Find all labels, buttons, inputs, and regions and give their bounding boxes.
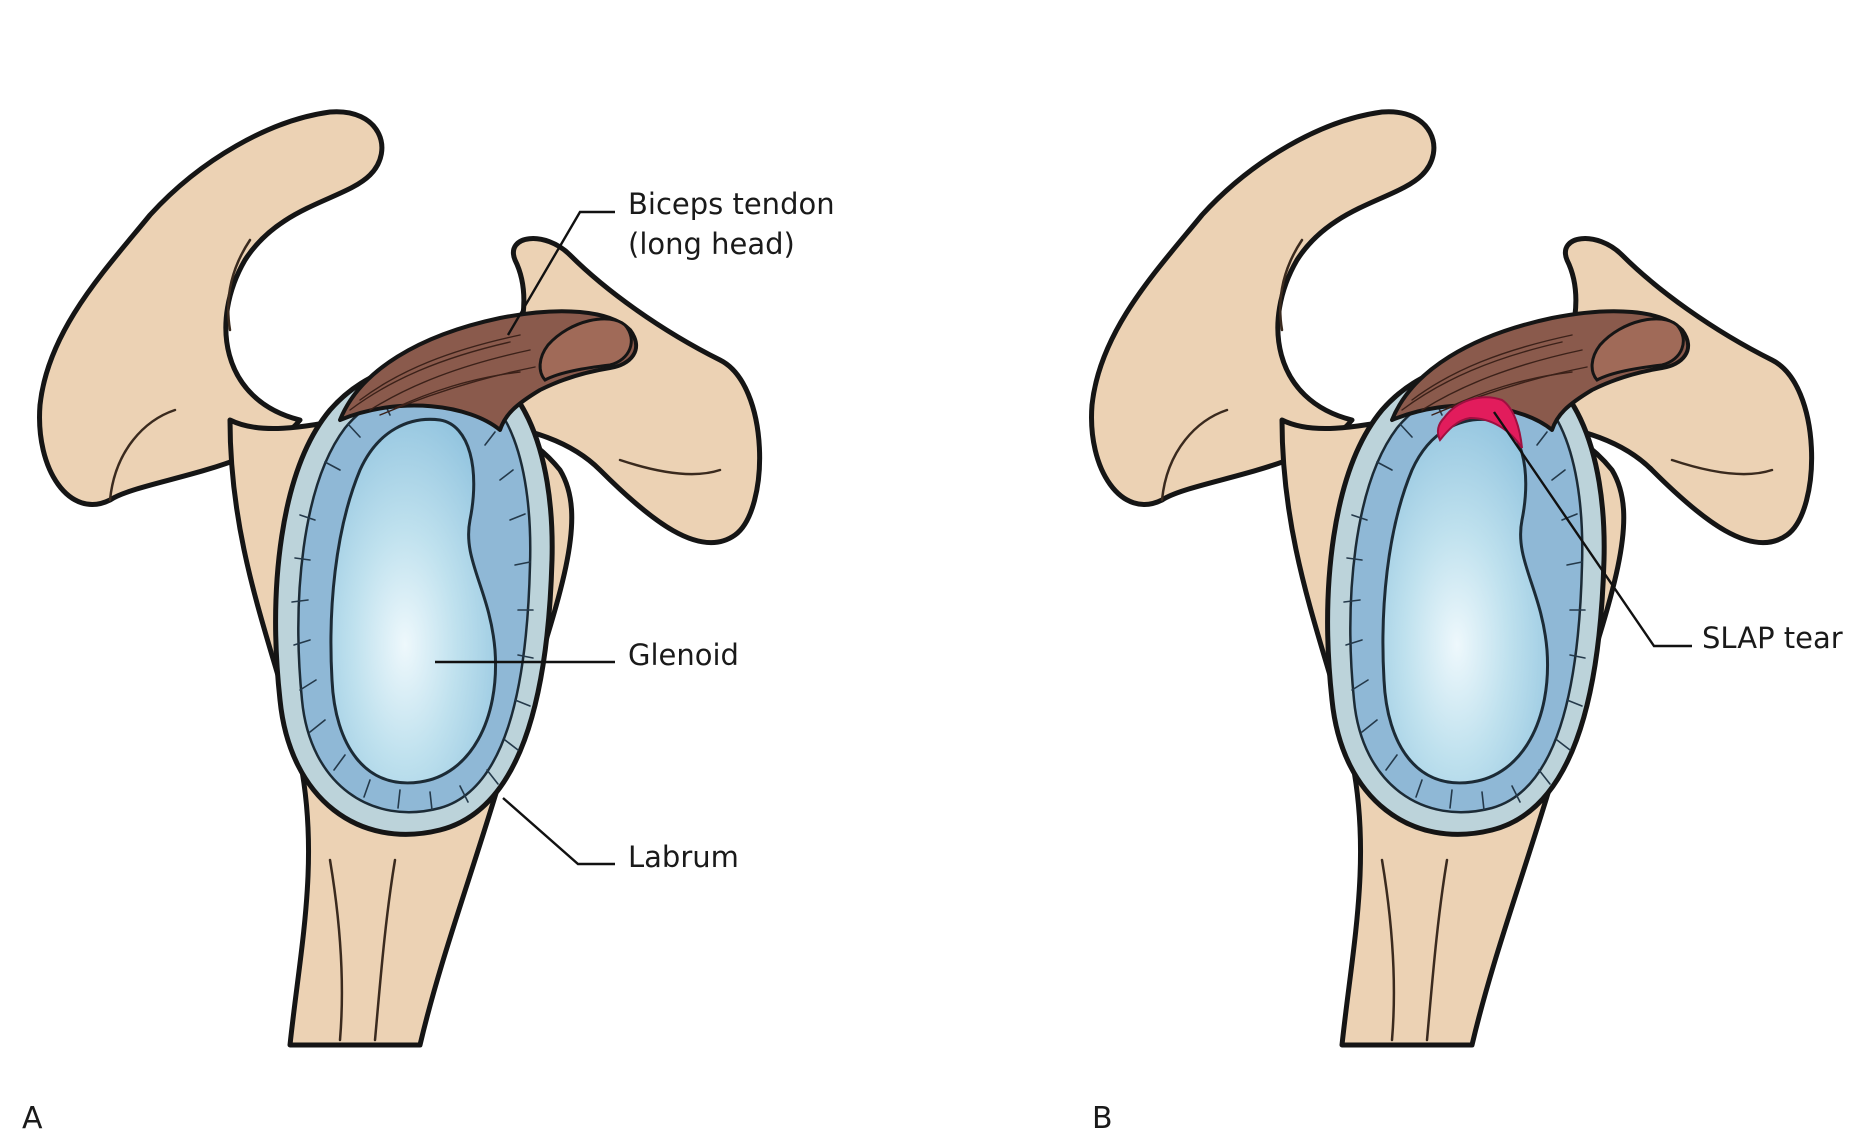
biceps-long-head-label: (long head)	[628, 227, 795, 261]
biceps-leader-line	[506, 210, 615, 336]
biceps-tendon-label: Biceps tendon	[628, 187, 835, 221]
panel-b-slap-tear: SLAP tear B	[1092, 112, 1843, 1136]
labrum-label: Labrum	[628, 840, 739, 874]
slap-tear-leader-line	[1493, 411, 1692, 648]
panel-letter-b: B	[1092, 1101, 1113, 1133]
glenoid-labrum-illustration-b	[1328, 360, 1604, 834]
labrum-leader-line	[502, 797, 615, 866]
panel-a-normal-shoulder: Biceps tendon (long head) Glenoid Labrum…	[22, 112, 835, 1136]
slap-tear-highlight	[1436, 396, 1523, 449]
slap-tear-label: SLAP tear	[1702, 621, 1843, 655]
panel-letter-a: A	[22, 1101, 43, 1133]
glenoid-label: Glenoid	[628, 638, 739, 672]
glenoid-labrum-illustration-a	[276, 360, 552, 834]
